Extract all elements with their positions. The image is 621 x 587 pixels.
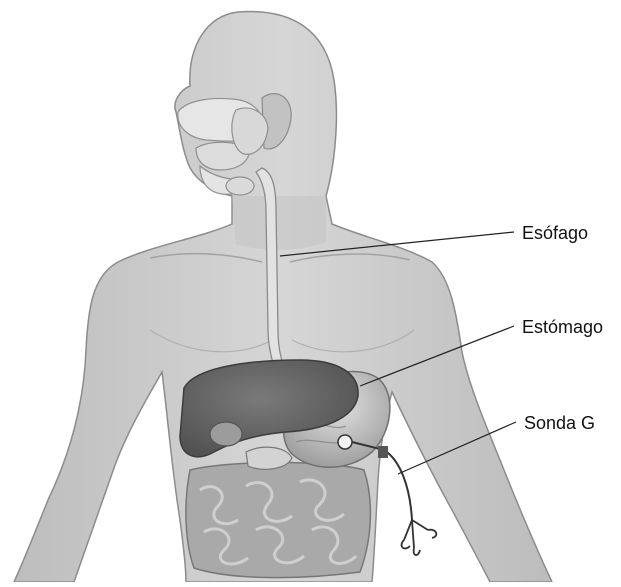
gallbladder [210, 422, 242, 446]
stomach-label: Estómago [522, 318, 603, 336]
g-tube-label: Sonda G [524, 414, 595, 432]
submandibular-gland [226, 177, 254, 195]
g-tube-balloon [338, 435, 352, 449]
g-tube-bolster [378, 446, 388, 458]
g-tube-ports [402, 520, 437, 555]
esophagus-label: Esófago [522, 224, 588, 242]
neck-shadow [232, 196, 326, 250]
